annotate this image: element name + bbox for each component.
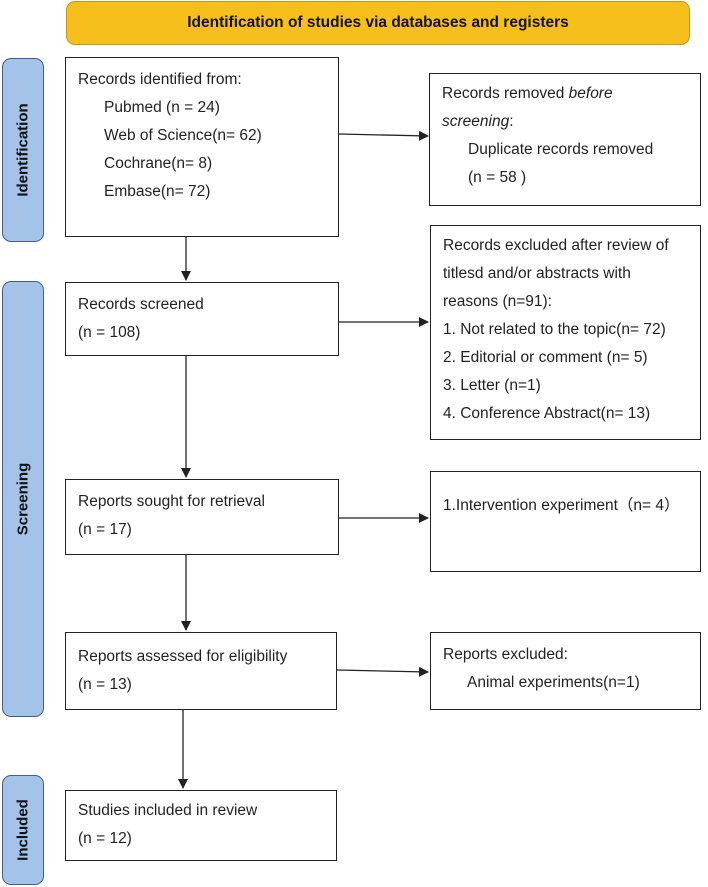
records-screened-label: Records screened [78,296,204,313]
records-excluded-line3: reasons (n=91): [443,293,552,310]
duplicate-records-count: (n = 58 ) [468,169,527,186]
arrow-identified-to-removed [338,130,429,141]
records-removed-colon: : [509,113,514,130]
reports-excluded-box: Reports excluded: Animal experiments(n=1… [430,632,701,710]
header-banner: Identification of studies via databases … [66,1,690,45]
phase-included: Included [2,775,44,885]
reports-assessed-label: Reports assessed for eligibility [78,648,288,665]
reports-sought-count: (n = 17) [78,521,132,538]
reports-not-retrieved-box: 1.Intervention experiment（n= 4） [430,471,701,572]
records-removed-screening: screening [442,113,510,130]
records-removed-line1: Records removed before [442,80,688,108]
studies-included-count: (n = 12) [78,830,132,847]
arrow-assessed-to-excluded [336,666,429,677]
reports-excluded-heading: Reports excluded: [443,646,568,663]
records-excluded-box: Records excluded after review of titlesd… [430,225,701,440]
exclusion-reason: 4. Conference Abstract(n= 13) [443,405,651,422]
records-screened-box: Records screened (n = 108) [65,282,339,356]
phase-screening: Screening [2,281,44,717]
source-cochrane: Cochrane(n= 8) [104,155,213,172]
records-removed-prefix: Records removed [442,85,569,102]
exclusion-reason: 2. Editorial or comment (n= 5) [443,349,648,366]
studies-included-label: Studies included in review [78,802,258,819]
records-excluded-line2: titlesd and/or abstracts with [443,265,631,282]
reports-excluded-item: Animal experiments(n=1) [467,674,640,691]
reports-assessed-count: (n = 13) [78,676,132,693]
reports-assessed-box: Reports assessed for eligibility (n = 13… [65,632,337,710]
exclusion-reason: 3. Letter (n=1) [443,377,541,394]
records-removed-before: before [568,85,613,102]
source-web-of-science: Web of Science(n= 62) [104,127,262,144]
studies-included-box: Studies included in review (n = 12) [65,790,337,861]
records-identified-heading: Records identified from: [78,71,242,88]
records-screened-count: (n = 108) [78,324,141,341]
duplicate-records-label: Duplicate records removed [468,141,654,158]
phase-identification: Identification [2,58,44,242]
header-title: Identification of studies via databases … [187,14,569,31]
records-identified-box: Records identified from: Pubmed (n = 24)… [65,57,339,237]
records-excluded-line1: Records excluded after review of [443,237,669,254]
reports-sought-box: Reports sought for retrieval (n = 17) [65,479,339,555]
intervention-experiment-text: 1.Intervention experiment（n= 4） [443,497,680,514]
source-pubmed: Pubmed (n = 24) [104,99,220,116]
records-removed-box: Records removed before screening: Duplic… [429,73,701,206]
source-embase: Embase(n= 72) [104,183,211,200]
exclusion-reason: 1. Not related to the topic(n= 72) [443,321,666,338]
records-removed-line2: screening: [442,108,688,136]
reports-sought-label: Reports sought for retrieval [78,493,265,510]
